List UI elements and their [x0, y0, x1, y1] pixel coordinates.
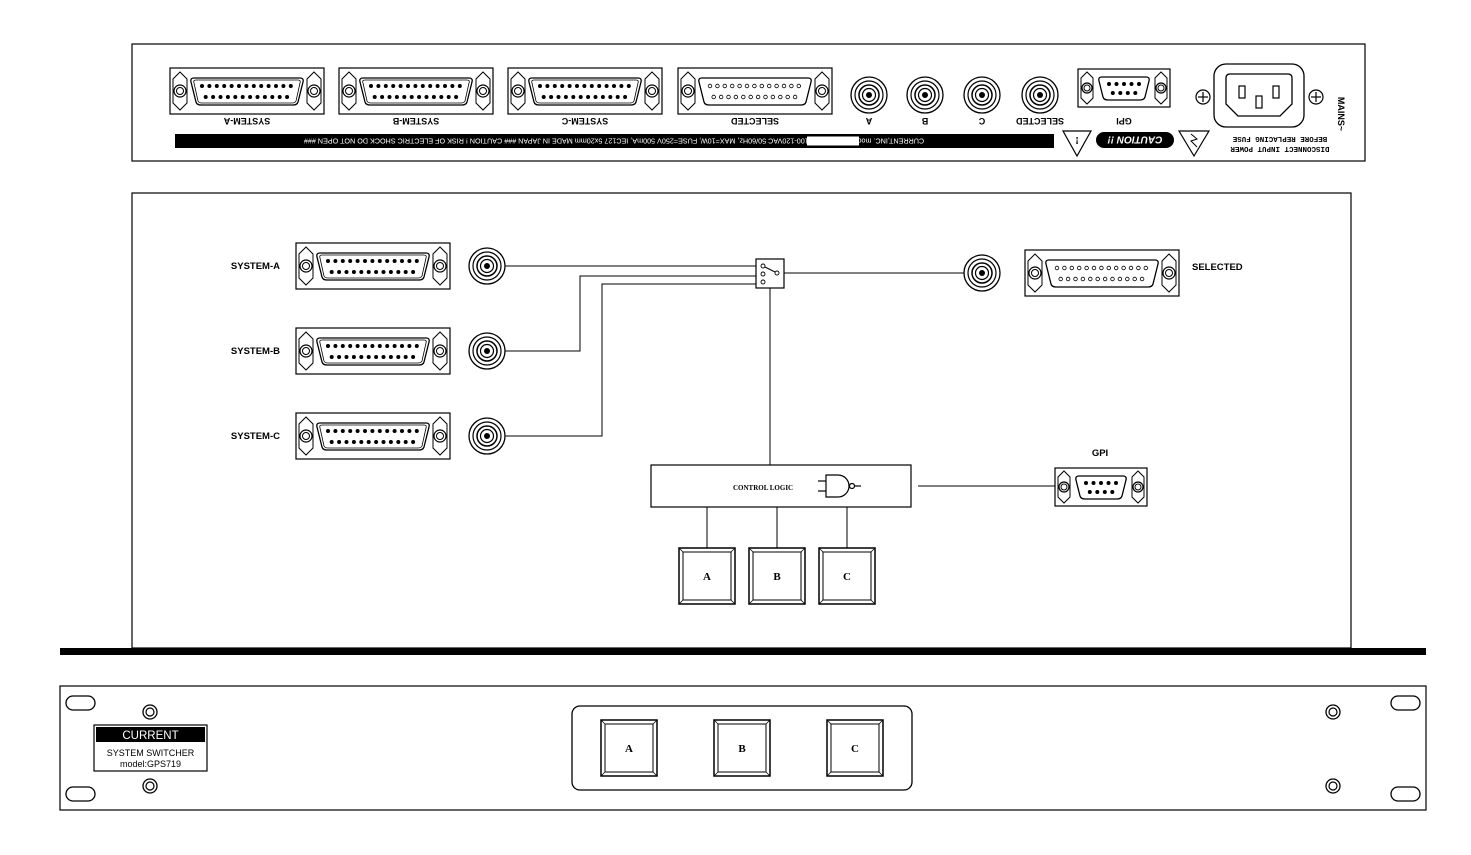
ground-screw-icon	[1308, 89, 1324, 105]
rear-bnc-a	[850, 76, 888, 114]
diagram-db25-selected	[1024, 249, 1180, 297]
rear-db25-selected	[677, 67, 833, 115]
rear-bnc-selected	[1021, 76, 1059, 114]
screw-icon	[1325, 704, 1341, 720]
caution-text: CAUTION !!	[1107, 134, 1163, 145]
front-button-b-label: B	[738, 743, 746, 755]
brand-banner	[96, 727, 205, 742]
diagram-button-a-label: A	[703, 571, 711, 583]
rear-label-gpi: GPI	[1116, 116, 1132, 126]
divider-bar	[60, 648, 1426, 655]
caution-badge	[1096, 132, 1174, 148]
rear-db25-system-b	[338, 67, 494, 115]
screw-icon	[142, 704, 158, 720]
front-button-a-label: A	[625, 743, 633, 755]
lightning-triangle-icon	[1177, 130, 1211, 158]
model-name: model:GPS719	[120, 759, 181, 769]
rear-panel: SYSTEM-A SYSTEM-B SYSTEM-C SELECTED A B …	[131, 43, 1366, 162]
info-triangle-icon: !	[1061, 130, 1093, 158]
rack-slot	[1390, 786, 1421, 802]
diagram-label-system-b: SYSTEM-B	[231, 346, 280, 357]
control-logic-box	[650, 464, 912, 508]
fuse-warning-line-2: BEFORE REPLACING FUSE	[1232, 134, 1327, 142]
diagram-bnc-c	[468, 417, 506, 455]
rack-slot	[1390, 695, 1421, 711]
rear-bnc-c	[963, 76, 1001, 114]
diagram-db25-system-b	[295, 327, 451, 375]
ground-screw-icon	[1195, 89, 1211, 105]
diagram-db25-system-a	[295, 242, 451, 290]
diagram-button-b-label: B	[773, 571, 781, 583]
rear-label-b: B	[921, 116, 928, 126]
rear-label-c: C	[978, 116, 985, 126]
rear-db9-gpi	[1077, 68, 1171, 108]
front-panel: CURRENT SYSTEM SWITCHER model:GPS719 A B…	[59, 685, 1427, 811]
rear-bnc-b	[906, 76, 944, 114]
rear-label-system-b: SYSTEM-B	[392, 116, 439, 126]
signal-lines	[505, 265, 1055, 548]
diagram-db25-system-c	[295, 412, 451, 460]
rear-label-selected-bnc: SELECTED	[1016, 116, 1065, 126]
rack-slot	[65, 695, 96, 711]
diagram-label-system-c: SYSTEM-C	[231, 431, 280, 442]
block-diagram: SYSTEM-A SYSTEM-B SYSTEM-C	[131, 192, 1352, 649]
rear-label-selected: SELECTED	[731, 116, 780, 126]
switch-icon	[755, 258, 785, 289]
diagram-bnc-a	[468, 247, 506, 285]
brand-logo-text: CURRENT	[122, 730, 178, 742]
rack-slot	[65, 786, 96, 802]
diagram-db9-gpi	[1054, 467, 1148, 507]
diagram-bnc-b	[468, 332, 506, 370]
screw-icon	[142, 778, 158, 794]
rear-db25-system-a	[169, 67, 325, 115]
rear-label-system-c: SYSTEM-C	[561, 116, 608, 126]
diagram-bnc-selected	[963, 254, 1001, 292]
rear-label-system-a: SYSTEM-A	[223, 116, 270, 126]
svg-text:!: !	[1075, 134, 1079, 146]
info-strip-text: CURRENT,INC. model:GPS719 SN 100-120VAC …	[304, 137, 924, 146]
product-name: SYSTEM SWITCHER	[107, 748, 195, 758]
nand-gate-icon	[818, 474, 861, 498]
diagram-label-selected: SELECTED	[1192, 262, 1243, 273]
diagram-label-system-a: SYSTEM-A	[231, 261, 280, 272]
serial-number-blank	[807, 136, 859, 146]
mains-inlet-icon	[1213, 63, 1305, 128]
front-button-c-label: C	[851, 743, 859, 755]
screw-icon	[1325, 778, 1341, 794]
control-logic-label: CONTROL LOGIC	[733, 484, 793, 492]
rear-label-a: A	[865, 116, 872, 126]
rear-label-mains: MAINS~	[1336, 97, 1346, 131]
fuse-warning-line-1: DISCONNECT INPUT POWER	[1230, 144, 1330, 152]
diagram-label-gpi: GPI	[1092, 448, 1108, 459]
rear-db25-system-c	[507, 67, 663, 115]
diagram-button-c-label: C	[843, 571, 851, 583]
